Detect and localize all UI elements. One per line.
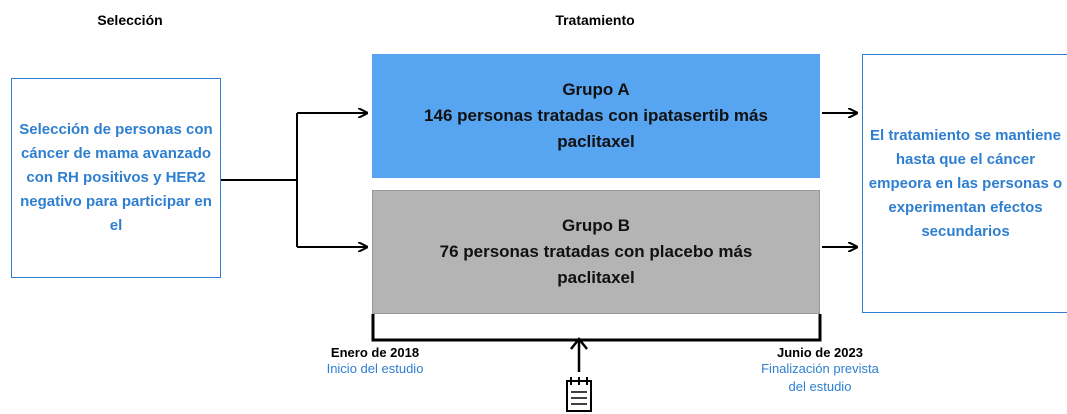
timeline-end: Junio de 2023 Finalización prevista del … [735, 345, 905, 396]
group-a-title: Grupo A [562, 80, 630, 99]
group-b-title: Grupo B [562, 216, 630, 235]
outcome-text: El tratamiento se mantiene hasta que el … [868, 126, 1063, 240]
treatment-header: Tratamiento [555, 12, 635, 28]
start-date: Enero de 2018 [330, 345, 420, 360]
calendar-icon [566, 377, 592, 412]
group-b-line1: 76 personas tratadas con placebo más [439, 242, 753, 261]
group-b-box: Grupo B 76 personas tratadas con placebo… [372, 190, 820, 314]
end-label-line1: Finalización prevista [761, 361, 879, 376]
start-label: Inicio del estudio [326, 361, 424, 376]
end-date: Junio de 2023 [777, 345, 863, 360]
group-a-line2: paclitaxel [557, 132, 635, 151]
outcome-box: El tratamiento se mantiene hasta que el … [862, 54, 1067, 313]
timeline-bracket [371, 314, 822, 342]
timeline-start: Enero de 2018 Inicio del estudio [300, 345, 450, 378]
group-b-line2: paclitaxel [557, 268, 635, 287]
group-a-box: Grupo A 146 personas tratadas con ipatas… [372, 54, 820, 178]
group-a-line1: 146 personas tratadas con ipatasertib má… [424, 106, 768, 125]
end-label-line2: del estudio [788, 379, 852, 394]
selection-text: Selección de personas con cáncer de mama… [19, 121, 213, 234]
selection-header: Selección [97, 12, 163, 28]
selection-box: Selección de personas con cáncer de mama… [11, 78, 221, 278]
